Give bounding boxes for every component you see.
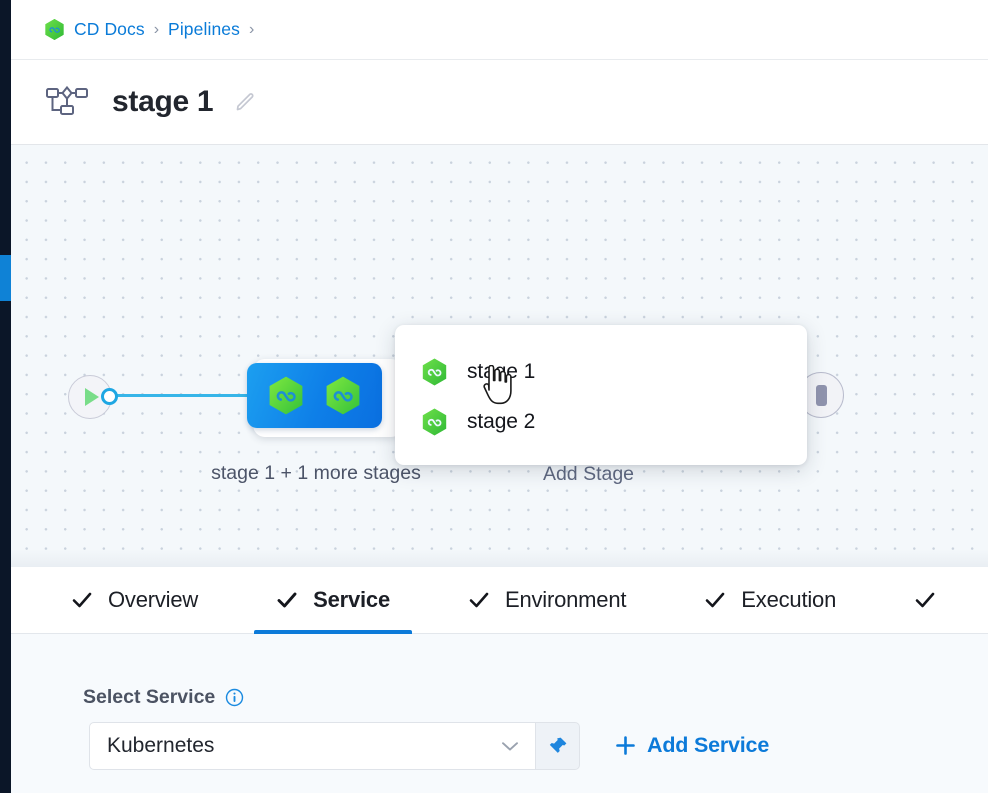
pin-service-button[interactable] (536, 722, 580, 770)
add-stage-label: Add Stage (542, 463, 635, 485)
service-selected-value: Kubernetes (107, 734, 215, 757)
pin-thumbtack-icon (549, 737, 566, 753)
stage-group-label: stage 1 + 1 more stages (211, 462, 421, 484)
stage-selection-popup: stage 1 stage 2 (395, 325, 807, 465)
popup-item-stage-1[interactable]: stage 1 (395, 347, 807, 397)
breadcrumb-separator: › (248, 20, 255, 38)
popup-item-stage-2[interactable]: stage 2 (395, 397, 807, 447)
plus-icon (616, 736, 635, 755)
check-icon (469, 592, 489, 608)
breadcrumb-item-pipelines[interactable]: Pipelines (168, 19, 240, 39)
breadcrumb: CD Docs › Pipelines › (11, 0, 988, 60)
stage-config-tabs: Overview Service Environment Execution (11, 567, 988, 634)
breadcrumb-separator: › (153, 20, 160, 38)
service-dropdown[interactable]: Kubernetes (89, 722, 536, 770)
tab-execution[interactable]: Execution (682, 567, 858, 634)
left-nav-rail (0, 0, 11, 793)
page-header: stage 1 (11, 60, 988, 145)
left-nav-active-indicator (0, 255, 11, 301)
select-service-label: Select Service (83, 686, 216, 708)
harness-hexagon-icon (422, 408, 447, 436)
pencil-edit-icon[interactable] (233, 90, 257, 114)
tab-label: Overview (108, 587, 199, 612)
tab-environment[interactable]: Environment (446, 567, 648, 634)
tab-label: Environment (504, 587, 627, 612)
tab-label: Service (313, 587, 390, 612)
connector-line (115, 394, 250, 397)
add-service-label: Add Service (647, 733, 770, 757)
check-icon (915, 592, 935, 608)
stop-end-icon (816, 385, 827, 406)
add-service-button[interactable]: Add Service (615, 733, 769, 758)
select-service-label-row: Select Service (83, 686, 244, 709)
chevron-down-icon (502, 741, 518, 751)
harness-hexagon-icon (269, 376, 303, 415)
check-icon (705, 592, 725, 608)
popup-item-label: stage 1 (467, 360, 536, 383)
stage-group-node[interactable] (247, 363, 382, 428)
info-circle-icon[interactable] (225, 688, 244, 707)
tab-overview[interactable]: Overview (49, 567, 220, 634)
check-icon (72, 592, 92, 608)
pipeline-flow-icon (46, 85, 88, 115)
check-icon (277, 592, 297, 608)
connector-dot[interactable] (101, 388, 118, 405)
select-service-control: Kubernetes (89, 722, 580, 770)
page-title: stage 1 (112, 85, 214, 118)
harness-hexagon-icon (45, 19, 64, 40)
play-start-icon (84, 388, 99, 406)
tab-label: Execution (741, 587, 837, 612)
popup-item-label: stage 2 (467, 410, 536, 433)
breadcrumb-item-cd-docs[interactable]: CD Docs (74, 19, 145, 39)
tab-service[interactable]: Service (254, 567, 412, 634)
harness-hexagon-icon (326, 376, 360, 415)
service-config-panel: Select Service Kubernetes (11, 634, 988, 793)
harness-hexagon-icon (422, 358, 447, 386)
tab-overflow[interactable] (892, 567, 973, 634)
